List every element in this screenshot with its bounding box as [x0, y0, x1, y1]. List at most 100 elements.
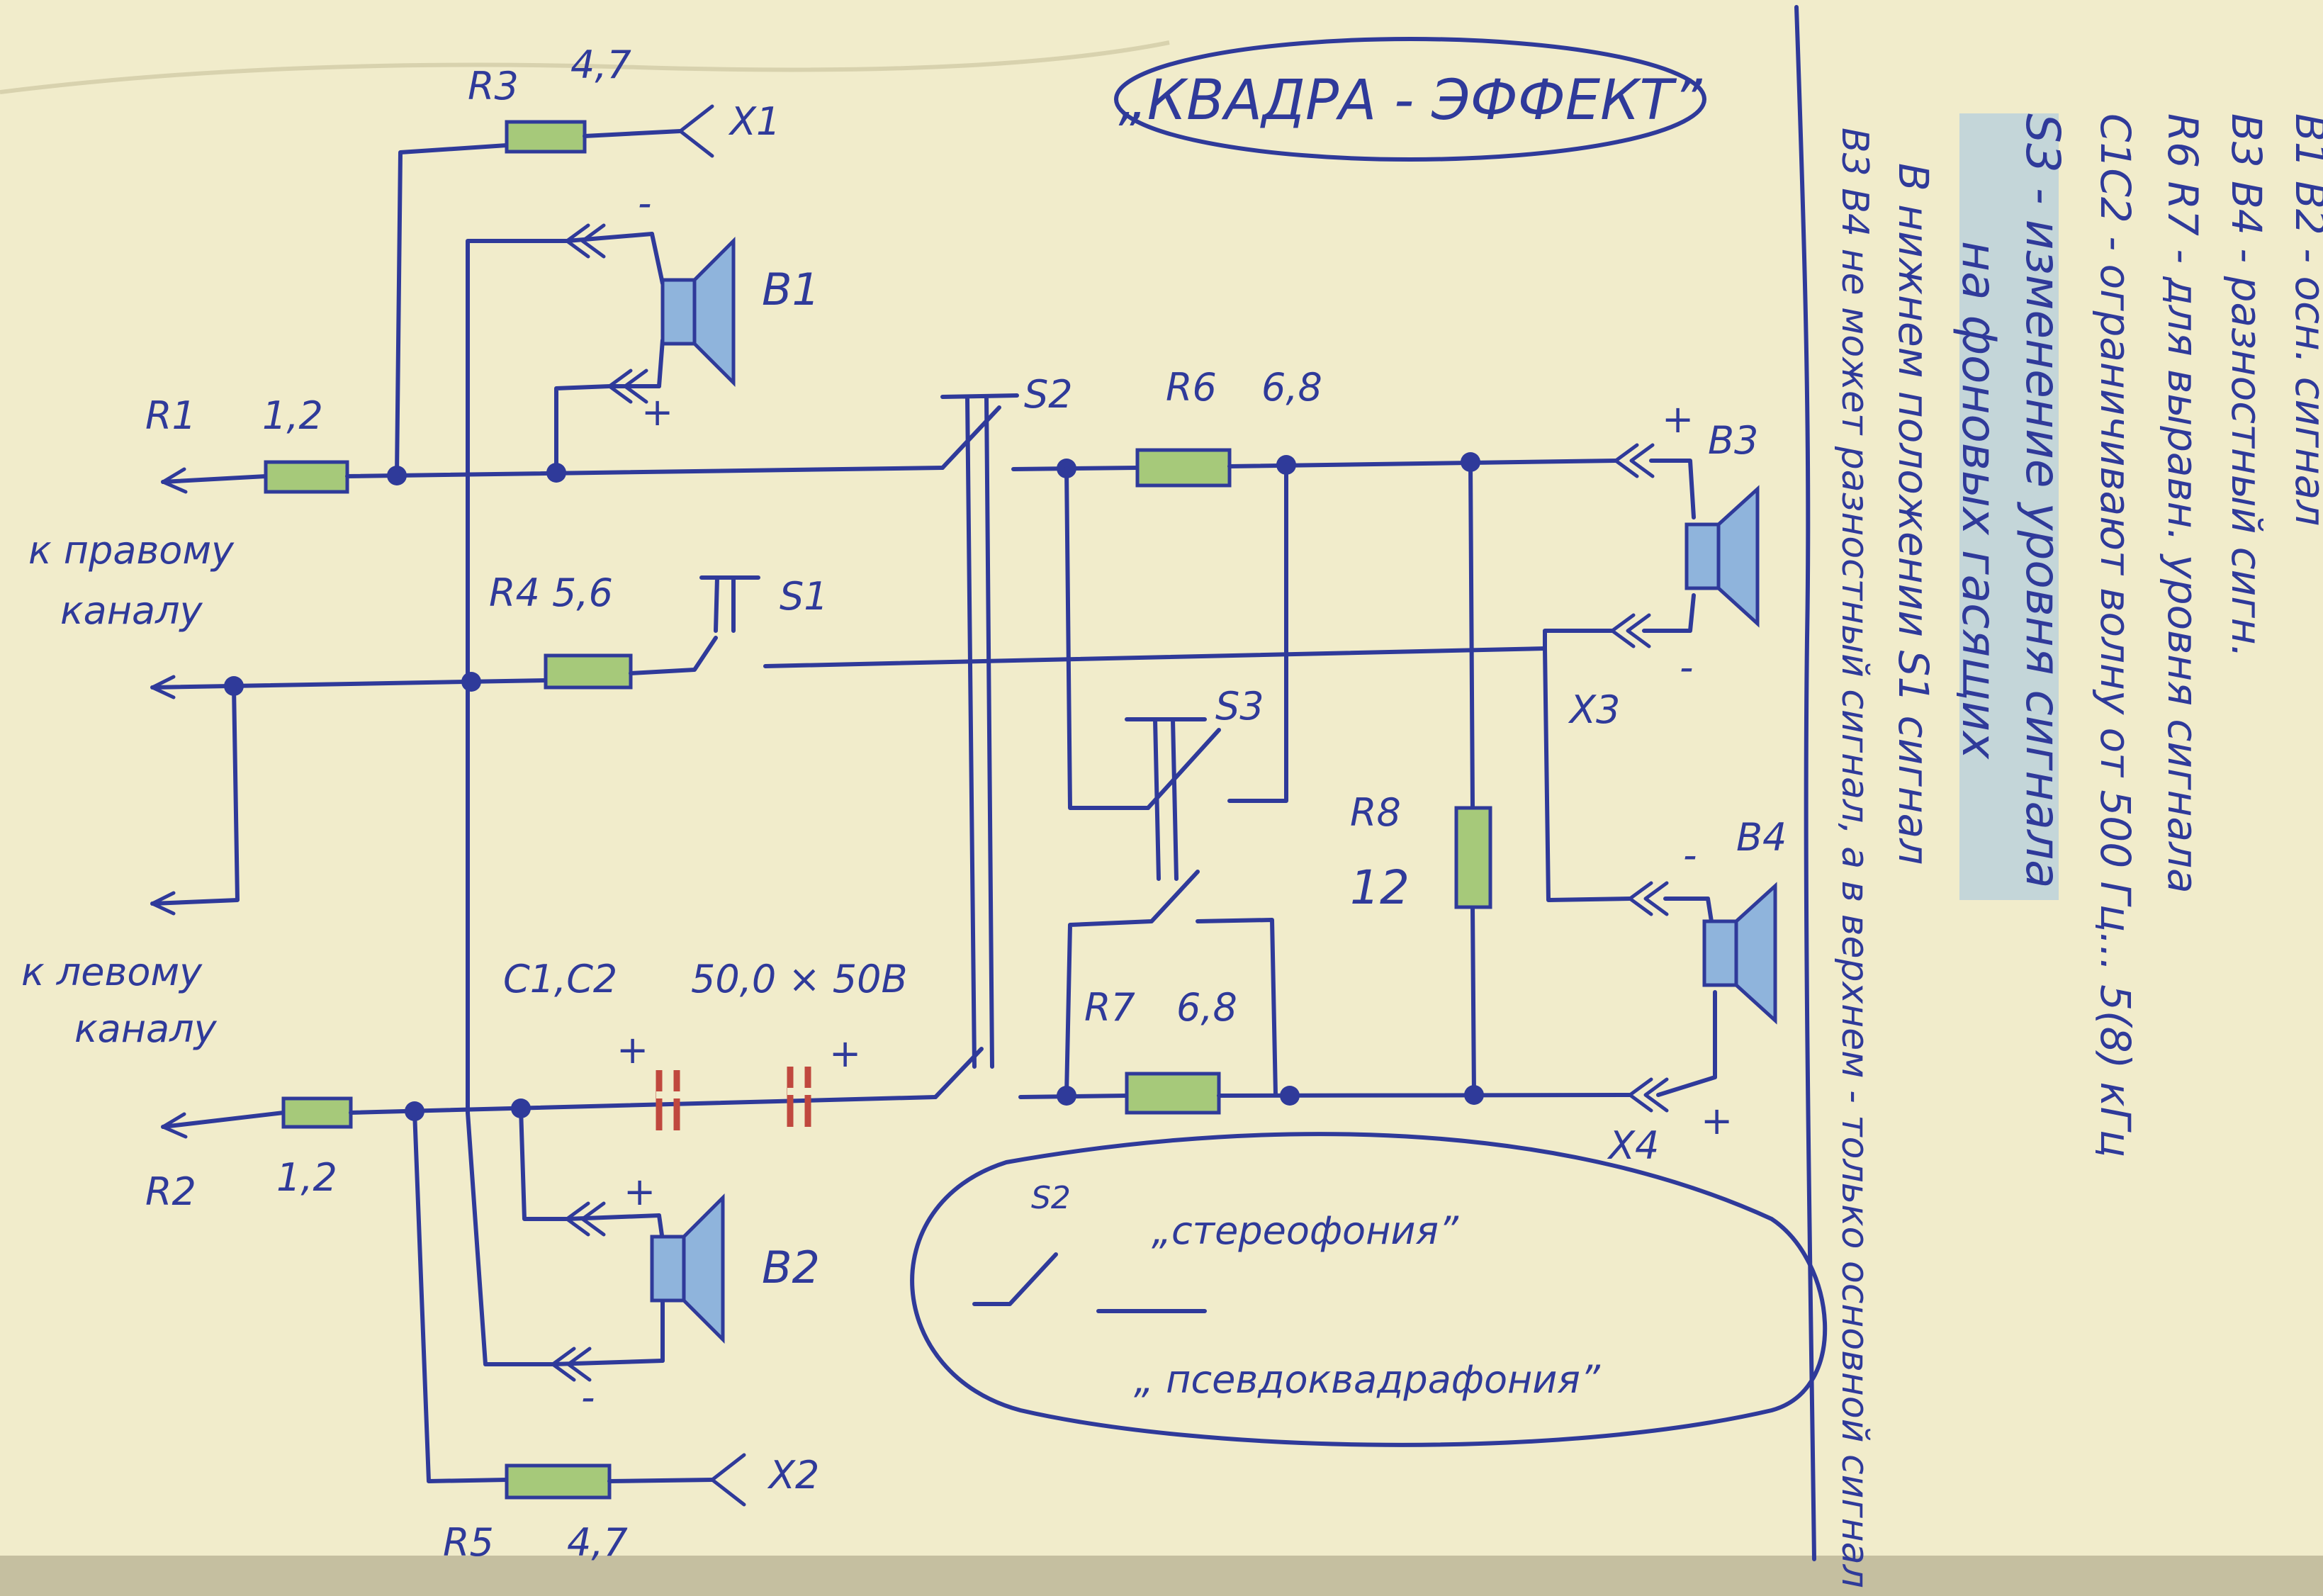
- cap-gap-c1: [656, 1091, 680, 1098]
- notes-block: B1 B2 - осн. сигнал B3 B4 - разностный с…: [1833, 113, 2323, 1588]
- switch-s2-body: [940, 393, 1019, 1069]
- note-4: C1C2 - ограничивают волну от 500 Гц... 5…: [2091, 113, 2139, 1157]
- speaker-b2-magnet: [650, 1235, 686, 1303]
- speaker-b4-magnet: [1702, 919, 1738, 987]
- notes-highlight: [1959, 113, 2059, 900]
- connector-b2-plus-icon: [565, 1201, 606, 1237]
- cap-gap-c2: [787, 1088, 811, 1095]
- arrow-r2: [161, 1112, 188, 1139]
- connector-b3-minus-icon: [1610, 613, 1651, 648]
- label-r1-value: 1,2: [262, 393, 323, 438]
- label-b3: B3: [1708, 418, 1758, 463]
- wire-b4-minus: [1543, 646, 1632, 902]
- speaker-b4-icon: [1734, 882, 1777, 1025]
- label-b1-plus: +: [641, 390, 673, 434]
- legend-pseudo-label: „ псевдоквадрафония”: [1134, 1357, 1601, 1402]
- note-8: B3 B4 не может разностный сигнал, а в ве…: [1833, 128, 1876, 1588]
- label-r8: R8: [1350, 790, 1401, 835]
- label-left-channel-1: к левому: [21, 950, 203, 994]
- wire-s3-bottom: [1064, 870, 1278, 1097]
- label-c2-plus: +: [829, 1031, 861, 1076]
- label-right-channel-2: каналу: [60, 588, 203, 633]
- legend-switch-icon: [972, 1252, 1207, 1313]
- connector-b2-minus-icon: [551, 1347, 592, 1382]
- node-r8-bottom: [1464, 1085, 1484, 1105]
- terminal-x2-icon: [710, 1453, 746, 1507]
- label-b3-minus: -: [1680, 645, 1694, 690]
- wire-x3-node: [1543, 629, 1614, 651]
- label-s3: S3: [1215, 684, 1264, 729]
- margin-line: [1794, 5, 1816, 1561]
- wire-b3-minus: [1642, 593, 1696, 633]
- capacitor-c2: [787, 1067, 811, 1127]
- label-b4-minus: -: [1683, 833, 1697, 877]
- label-c1-plus: +: [617, 1028, 648, 1072]
- label-b2-minus: -: [581, 1375, 595, 1420]
- wire-r2-to-caps: [349, 1095, 938, 1115]
- wire-b2-minus: [466, 1111, 665, 1366]
- wire-r2-in: [161, 1111, 286, 1129]
- label-b1-minus: -: [638, 181, 652, 225]
- speaker-b1-icon: [692, 236, 736, 388]
- title-ellipse: [1114, 37, 1706, 162]
- label-x3: X3: [1568, 687, 1620, 732]
- label-left-channel-2: каналу: [74, 1006, 218, 1051]
- wire-b1-leads: [650, 232, 665, 388]
- wire-b4-minus-lead: [1663, 897, 1714, 923]
- legend-stereo-label: „стереофония”: [1152, 1208, 1459, 1253]
- wire-r5-to-x2: [607, 1478, 714, 1483]
- note-1: B1 B2 - осн. сигнал: [2286, 113, 2323, 526]
- label-c1c2-value: 50,0 × 50В: [691, 957, 908, 1001]
- label-r3: R3: [468, 64, 519, 108]
- terminal-x1-icon: [678, 104, 714, 158]
- legend: S2 „стереофония” „ псевдоквадрафония”: [1031, 1180, 1601, 1402]
- wire-r5-vertical: [412, 1109, 509, 1483]
- wire-r3-to-x1: [583, 129, 682, 138]
- resistor-r3: [505, 120, 587, 154]
- wire-r4-to-s1: [629, 636, 718, 675]
- label-r1: R1: [145, 393, 196, 438]
- arrow-left-node: [150, 675, 176, 699]
- wire-left-channel: [150, 684, 240, 906]
- label-r4: R4 5,6: [489, 571, 613, 615]
- label-x2: X2: [767, 1453, 819, 1497]
- label-r6-value: 6,8: [1261, 365, 1322, 410]
- label-b4: B4: [1736, 815, 1787, 860]
- label-r2: R2: [145, 1169, 196, 1214]
- label-r7-value: 6,8: [1176, 985, 1237, 1030]
- label-b1: B1: [762, 264, 820, 315]
- speaker-b3-icon: [1716, 485, 1760, 628]
- switch-s2-contacts: [933, 405, 1001, 1099]
- label-b4-plus: +: [1701, 1098, 1733, 1143]
- wire-b4-plus-lead: [1656, 990, 1717, 1097]
- label-r2-value: 1,2: [276, 1155, 337, 1200]
- wire-r1-in: [161, 474, 268, 484]
- connector-b1-plus-icon: [607, 369, 648, 404]
- legend-s2-label: S2: [1031, 1180, 1071, 1216]
- note-6: на фоновых гасящих: [1952, 241, 2006, 760]
- resistor-r5: [505, 1463, 612, 1500]
- wire-s1-to-x3: [763, 646, 1547, 668]
- speaker-b2-icon: [682, 1193, 725, 1344]
- label-r5-value: 4,7: [567, 1520, 628, 1565]
- wire-r3-vertical: [395, 143, 509, 478]
- speaker-b1-magnet: [660, 278, 697, 346]
- capacitor-c1: [656, 1070, 680, 1130]
- label-s2: S2: [1024, 372, 1073, 417]
- resistor-r8: [1454, 806, 1492, 909]
- labels: R1 1,2 R2 1,2 R3 4,7 R4 5,6 R5 4,7 R6 6,…: [21, 43, 1787, 1565]
- connector-b1-minus-icon: [565, 223, 606, 259]
- connector-b3-plus-icon: [1614, 443, 1655, 478]
- node-r7-left: [1057, 1086, 1076, 1106]
- diagram-title: „КВАДРА - ЭФФЕКТ”: [1118, 69, 1702, 133]
- connector-b4-plus-icon: [1628, 1077, 1669, 1113]
- resistor-r2: [281, 1096, 353, 1129]
- label-r6: R6: [1166, 365, 1217, 410]
- wire-s3-top: [1064, 463, 1288, 810]
- wire-b3-plus: [1649, 459, 1696, 519]
- node-r4: [461, 672, 481, 692]
- resistor-r7: [1125, 1072, 1221, 1115]
- wire-b2-plus: [519, 1106, 661, 1221]
